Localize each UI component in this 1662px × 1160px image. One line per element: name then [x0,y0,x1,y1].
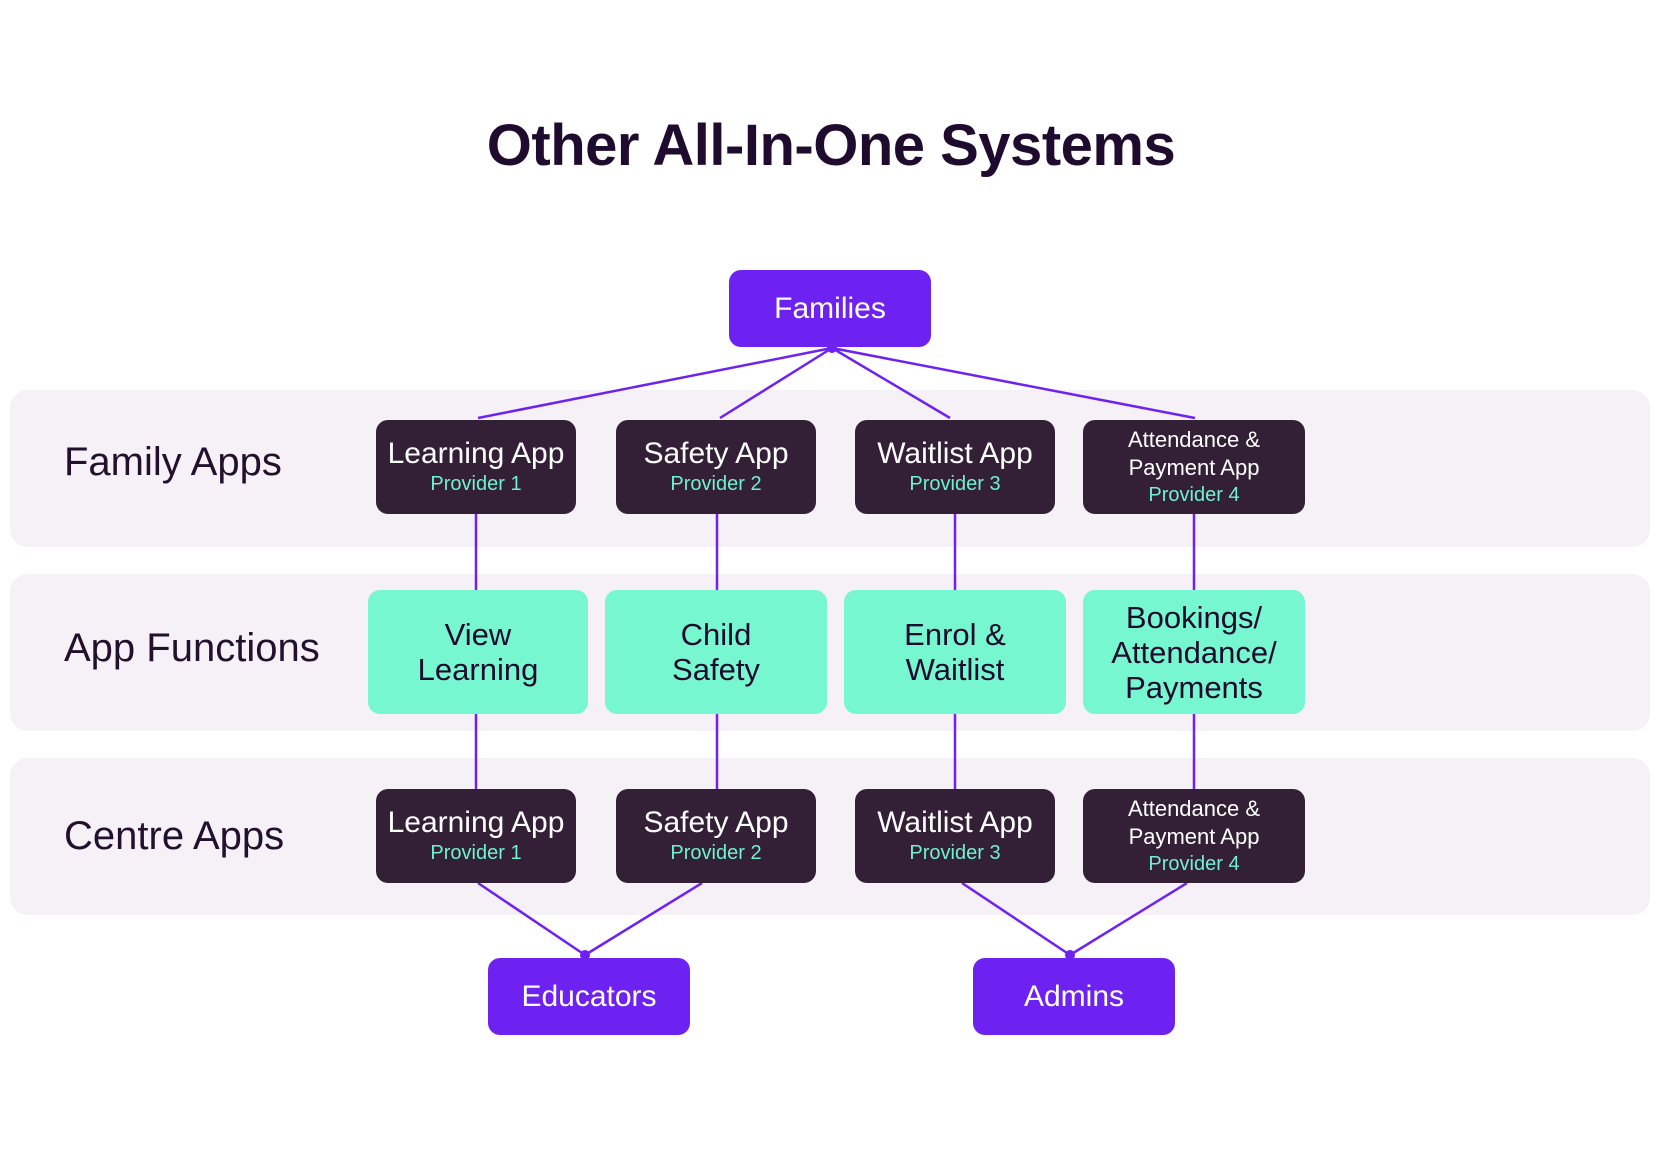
link-learning-educators [477,881,586,957]
function-child-safety-label: Child Safety [672,617,760,687]
family-app-attendance-name: Attendance & Payment App [1127,427,1261,480]
family-app-safety-name: Safety App [643,437,789,470]
function-child-safety: Child Safety [605,590,827,714]
centre-app-attendance-name: Attendance & Payment App [1127,796,1261,849]
band-label-app-functions: App Functions [64,626,320,670]
band-label-centre-apps: Centre Apps [64,814,285,858]
actor-families: Families [729,270,931,347]
centre-app-learning-name: Learning App [387,806,565,839]
family-app-learning-provider: Provider 1 [430,473,522,495]
function-bookings: Bookings/ Attendance/ Payments [1083,590,1305,714]
band-family-apps: Family Apps [10,390,1650,547]
band-label-family-apps: Family Apps [64,440,282,484]
family-app-waitlist: Waitlist App Provider 3 [855,420,1055,514]
link-families-learning [477,346,833,420]
link-attendance-admins [1069,881,1188,957]
centre-app-waitlist-name: Waitlist App [877,806,1033,839]
band-centre-apps: Centre Apps [10,758,1650,915]
function-enrol-waitlist-label: Enrol & Waitlist [904,617,1006,687]
function-view-learning: View Learning [368,590,588,714]
family-app-attendance-provider: Provider 4 [1148,484,1240,506]
centre-app-safety-name: Safety App [643,806,789,839]
family-app-attendance: Attendance & Payment App Provider 4 [1083,420,1305,514]
centre-app-learning: Learning App Provider 1 [376,789,576,883]
actor-educators: Educators [488,958,690,1035]
family-app-safety: Safety App Provider 2 [616,420,816,514]
family-app-waitlist-provider: Provider 3 [909,473,1001,495]
junction-educators [580,950,590,960]
centre-app-waitlist-provider: Provider 3 [909,842,1001,864]
centre-app-safety: Safety App Provider 2 [616,789,816,883]
band-app-functions: App Functions [10,574,1650,731]
family-app-waitlist-name: Waitlist App [877,437,1033,470]
function-view-learning-label: View Learning [417,617,539,687]
junction-admins [1065,950,1075,960]
link-families-safety [719,346,833,420]
actor-admins: Admins [973,958,1175,1035]
family-app-learning-name: Learning App [387,437,565,470]
centre-app-safety-provider: Provider 2 [670,842,762,864]
actor-educators-label: Educators [521,979,657,1013]
page-title: Other All-In-One Systems [486,113,1176,178]
family-app-learning: Learning App Provider 1 [376,420,576,514]
link-waitlist-admins [961,881,1071,957]
function-bookings-label: Bookings/ Attendance/ Payments [1111,599,1277,705]
link-families-attendance [831,346,1196,420]
link-safety-educators [584,881,703,957]
link-families-waitlist [831,346,951,420]
centre-app-learning-provider: Provider 1 [430,842,522,864]
function-enrol-waitlist: Enrol & Waitlist [844,590,1066,714]
family-app-safety-provider: Provider 2 [670,473,762,495]
centre-app-waitlist: Waitlist App Provider 3 [855,789,1055,883]
centre-app-attendance-provider: Provider 4 [1148,853,1240,875]
actor-families-label: Families [774,291,886,325]
actor-admins-label: Admins [1023,979,1125,1013]
centre-app-attendance: Attendance & Payment App Provider 4 [1083,789,1305,883]
